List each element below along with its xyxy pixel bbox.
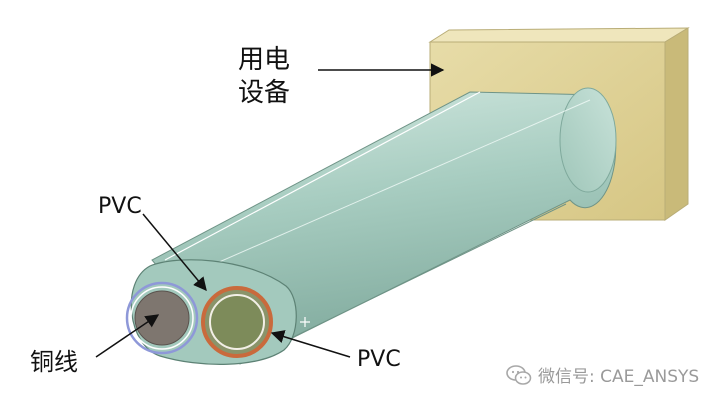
watermark: 微信号: CAE_ANSYS xyxy=(506,362,699,387)
cable-far-cap xyxy=(559,87,617,193)
right-core xyxy=(209,294,265,350)
watermark-text: 微信号: CAE_ANSYS xyxy=(538,367,700,387)
device-label: 用电 设备 xyxy=(238,44,290,110)
left-insulation-ring xyxy=(125,281,199,355)
device-block-top xyxy=(428,27,690,43)
wechat-icon xyxy=(506,364,532,385)
cable-bottom-edge xyxy=(241,203,567,363)
device-block-side xyxy=(664,27,689,221)
left-conductor xyxy=(125,281,199,355)
copper-core xyxy=(134,290,190,346)
cable xyxy=(125,87,617,365)
left-ring-highlight xyxy=(130,286,194,350)
pvc-top-label: PVC xyxy=(98,194,142,219)
arrow-copper xyxy=(95,314,160,358)
copper-label: 铜线 xyxy=(30,348,78,376)
right-conductor xyxy=(201,286,273,358)
cursor-cross-marker xyxy=(300,317,310,327)
arrow-pvc-bottom xyxy=(270,330,351,358)
pvc-bottom-label: PVC xyxy=(357,347,401,372)
arrow-pvc-top xyxy=(142,213,207,292)
device-label-line2: 设备 xyxy=(238,78,291,108)
device-label-line1: 用电 xyxy=(238,45,291,75)
cable-edge-highlight xyxy=(164,91,481,261)
cable-center-seam xyxy=(209,99,591,267)
